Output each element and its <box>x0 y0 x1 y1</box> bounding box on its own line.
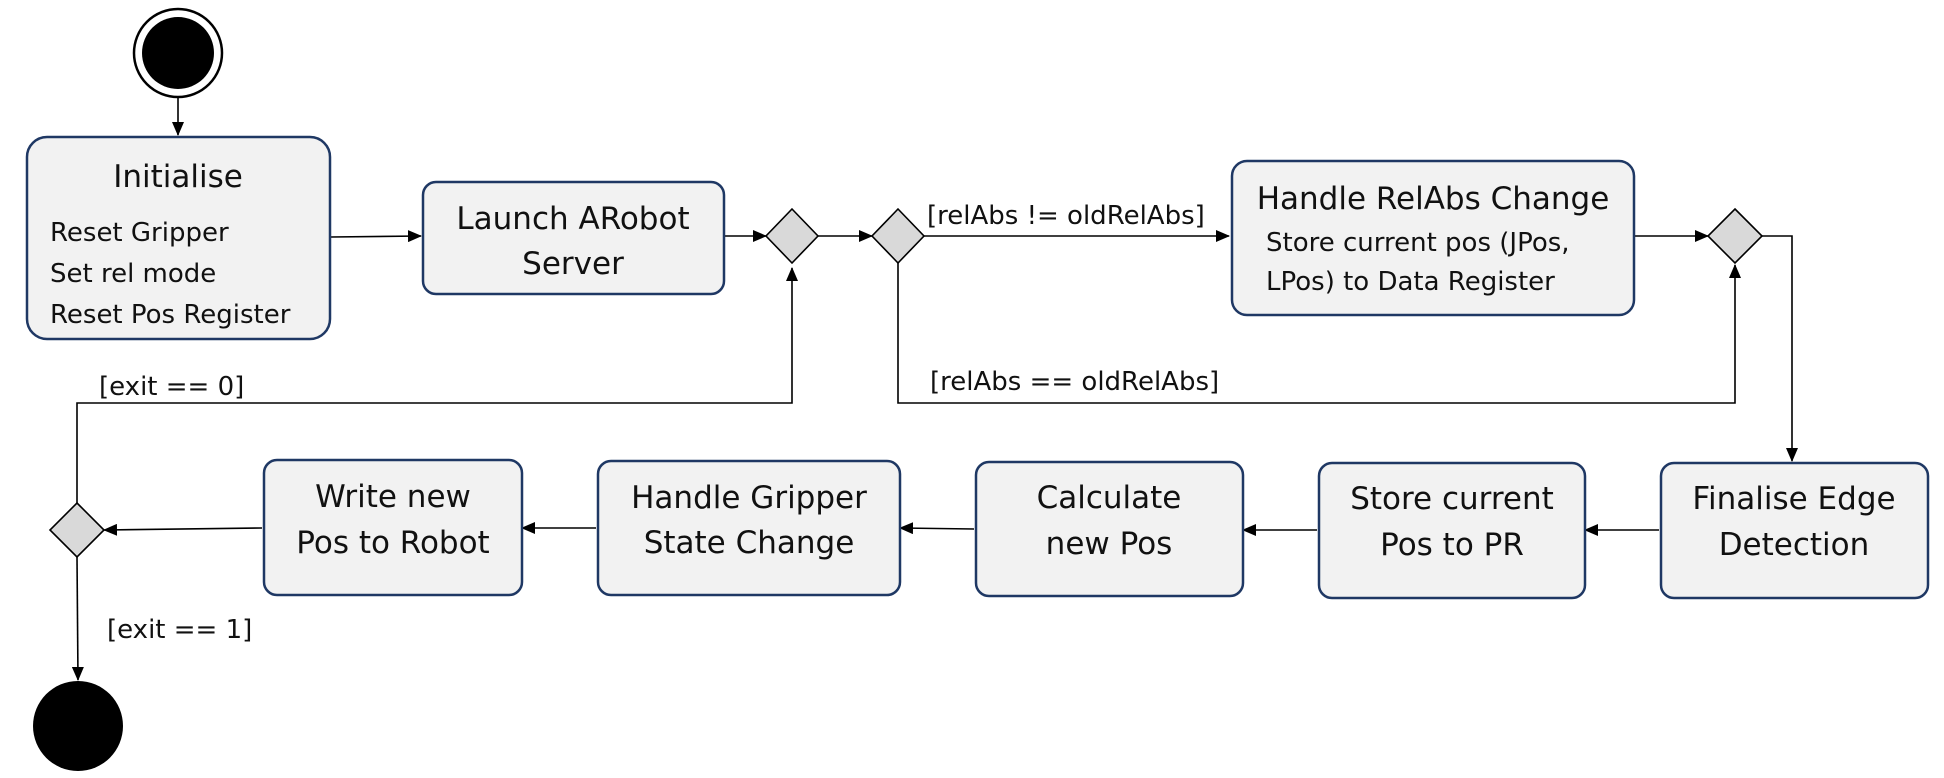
finalise-line-1: Finalise Edge <box>1692 481 1895 517</box>
finalise-line-2: Detection <box>1719 527 1870 563</box>
guard-relabs-equal: [relAbs == oldRelAbs] <box>930 367 1219 397</box>
launch-line-2: Server <box>522 246 624 282</box>
initialise-line-2: Set rel mode <box>50 259 216 289</box>
store-pr-line-2: Pos to PR <box>1380 527 1524 563</box>
decision-node-4 <box>48 501 106 559</box>
store-pr-line-1: Store current <box>1350 481 1554 517</box>
decision-node-1 <box>764 207 820 265</box>
write-line-2: Pos to Robot <box>296 525 489 561</box>
end-node <box>33 681 123 771</box>
calculate-line-2: new Pos <box>1046 526 1173 562</box>
edge-calculate-gripper <box>899 522 975 535</box>
write-line-1: Write new <box>315 479 471 515</box>
action-write-new-pos-to-robot: Write new Pos to Robot <box>262 458 524 597</box>
edge-decision2-decision3-bypass <box>897 263 1741 404</box>
guard-exit-0: [exit == 0] <box>99 372 244 402</box>
initialise-line-1: Reset Gripper <box>50 218 229 248</box>
start-node <box>132 7 224 99</box>
decision-node-3 <box>1706 207 1764 265</box>
action-handle-gripper-state-change: Handle Gripper State Change <box>596 459 902 597</box>
action-store-current-pos-to-pr: Store current Pos to PR <box>1317 461 1587 600</box>
edge-decision3-finalise <box>1762 235 1798 462</box>
action-handle-relabs-change: Handle RelAbs Change Store current pos (… <box>1230 159 1636 317</box>
launch-line-1: Launch ARobot <box>456 201 689 237</box>
edge-decision4-decision1-loop <box>76 267 798 503</box>
initialise-line-3: Reset Pos Register <box>50 300 291 330</box>
edge-initialise-launch <box>330 230 422 243</box>
gripper-line-2: State Change <box>644 525 855 561</box>
handle-relabs-line-2: LPos) to Data Register <box>1266 267 1555 297</box>
guard-relabs-not-equal: [relAbs != oldRelAbs] <box>927 201 1205 231</box>
action-initialise: Initialise Reset Gripper Set rel mode Re… <box>25 135 332 341</box>
edge-write-decision4 <box>103 523 263 536</box>
edge-decision4-end <box>71 556 84 681</box>
action-launch-arobot-server: Launch ARobot Server <box>421 180 726 296</box>
decision-node-2 <box>870 207 926 265</box>
gripper-line-1: Handle Gripper <box>631 480 867 516</box>
calculate-line-1: Calculate <box>1037 480 1182 516</box>
action-calculate-new-pos: Calculate new Pos <box>974 460 1245 598</box>
initialise-title: Initialise <box>113 159 243 195</box>
guard-exit-1: [exit == 1] <box>107 615 252 645</box>
handle-relabs-line-1: Store current pos (JPos, <box>1266 228 1570 258</box>
action-finalise-edge-detection: Finalise Edge Detection <box>1659 461 1930 600</box>
handle-relabs-title: Handle RelAbs Change <box>1257 181 1610 217</box>
